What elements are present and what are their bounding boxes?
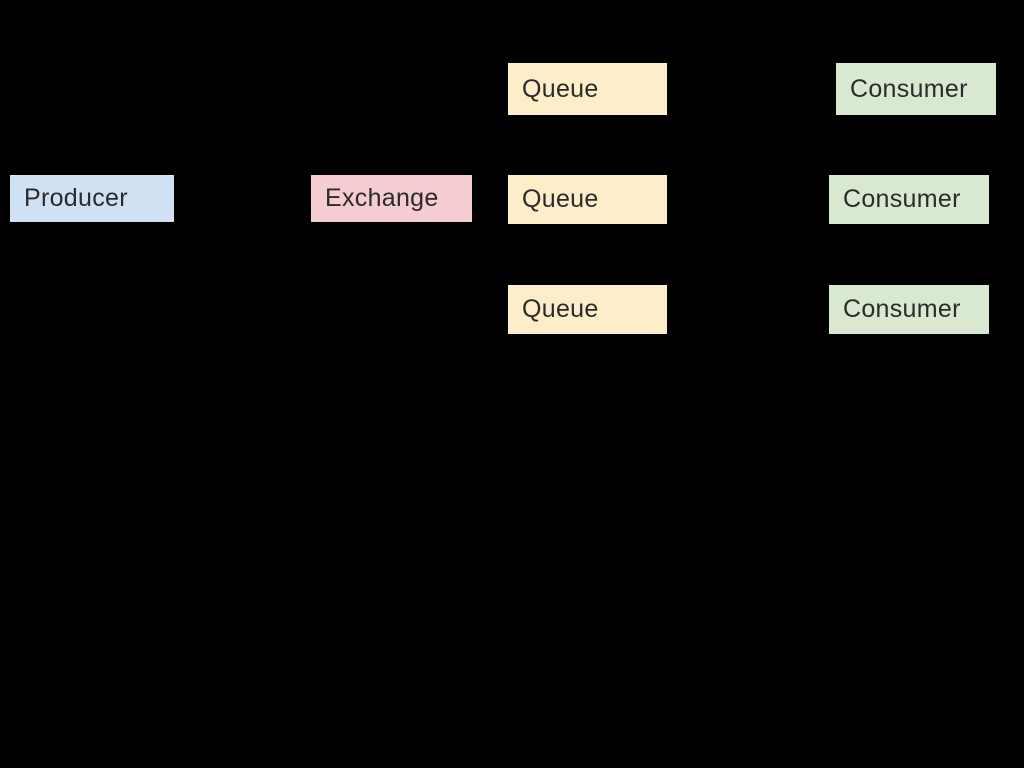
node-queue-2-label: Queue — [522, 185, 599, 213]
node-queue-1-label: Queue — [522, 74, 599, 103]
edge-exchange-queue-3 — [472, 197, 509, 314]
node-queue-2[interactable]: Queue — [508, 175, 667, 224]
node-exchange-label: Exchange — [325, 184, 439, 212]
connector-edges — [174, 85, 837, 314]
node-queue-3[interactable]: Queue — [508, 285, 667, 334]
node-producer[interactable]: Producer — [10, 175, 174, 222]
node-producer-label: Producer — [24, 184, 128, 212]
node-consumer-1-label: Consumer — [850, 74, 968, 103]
node-consumer-2-label: Consumer — [843, 185, 961, 213]
node-queue-1[interactable]: Queue — [508, 63, 667, 115]
node-consumer-3-label: Consumer — [843, 295, 961, 323]
node-consumer-1[interactable]: Consumer — [836, 63, 996, 115]
node-consumer-2[interactable]: Consumer — [829, 175, 989, 224]
node-queue-3-label: Queue — [522, 295, 599, 323]
node-exchange[interactable]: Exchange — [311, 175, 472, 222]
node-consumer-3[interactable]: Consumer — [829, 285, 989, 334]
